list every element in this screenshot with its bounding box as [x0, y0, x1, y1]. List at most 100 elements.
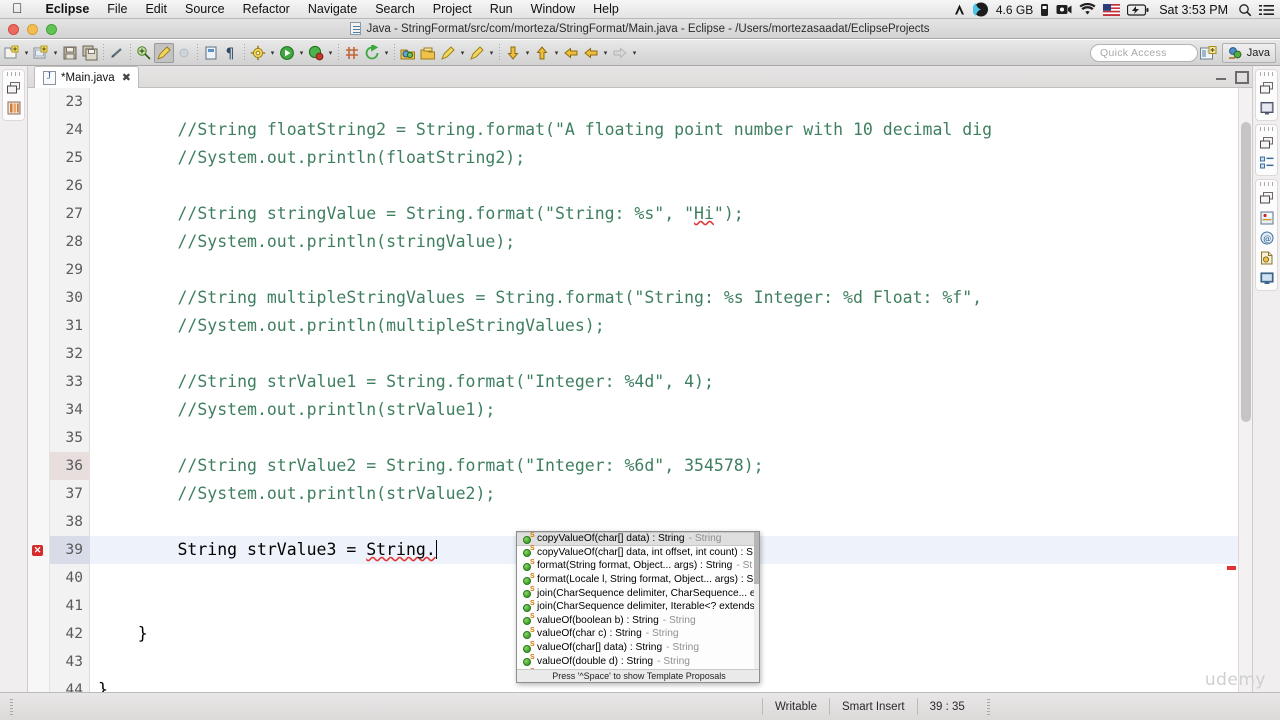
toggle-link-button[interactable]	[107, 43, 127, 63]
code-line[interactable]: 41	[28, 592, 1238, 620]
notification-center-icon[interactable]	[1259, 0, 1274, 19]
line-marker-cell[interactable]	[28, 200, 50, 228]
code-line[interactable]: 25 //System.out.println(floatString2);	[28, 144, 1238, 172]
code-line[interactable]: 43	[28, 648, 1238, 676]
mac-menu-source[interactable]: Source	[174, 1, 225, 16]
proposal-item[interactable]: S format(String format, Object... args) …	[517, 559, 759, 573]
coverage-dropdown[interactable]	[382, 43, 391, 63]
external-tools-dropdown[interactable]	[268, 43, 277, 63]
run-button[interactable]	[277, 43, 297, 63]
debug-dropdown[interactable]	[326, 43, 335, 63]
us-flag-input-icon[interactable]	[1103, 0, 1121, 19]
toggle-mark-occurrences-button[interactable]	[134, 43, 154, 63]
task-list-icon[interactable]	[1257, 249, 1277, 267]
error-marker-icon[interactable]: ✕	[32, 545, 43, 556]
console-view-icon[interactable]	[1257, 99, 1277, 117]
new-annotation-button[interactable]	[154, 42, 174, 63]
line-marker-cell[interactable]	[28, 592, 50, 620]
wifi-icon[interactable]	[1079, 0, 1096, 19]
new-wizard-button[interactable]	[2, 43, 22, 63]
line-marker-cell[interactable]	[28, 648, 50, 676]
annotation-ruler[interactable]	[28, 88, 50, 692]
new-class-button[interactable]	[342, 43, 362, 63]
proposal-item[interactable]: S valueOf(char[] data) : String - String	[517, 641, 759, 655]
open-type-button[interactable]	[398, 43, 418, 63]
mac-menu-search[interactable]: Search	[364, 1, 415, 16]
code-line[interactable]: 28 //System.out.println(stringValue);	[28, 228, 1238, 256]
assist-scrollbar[interactable]	[754, 532, 759, 671]
outline-view-icon[interactable]	[1257, 154, 1277, 172]
editor-vertical-scrollbar[interactable]	[1238, 88, 1252, 692]
proposal-item[interactable]: S valueOf(boolean b) : String - String	[517, 613, 759, 628]
line-marker-cell[interactable]	[28, 424, 50, 452]
line-marker-cell[interactable]	[28, 228, 50, 256]
scrollbar-thumb[interactable]	[1241, 122, 1251, 422]
external-tools-button[interactable]	[248, 43, 268, 63]
new-java-project-button[interactable]	[31, 43, 51, 63]
run-dropdown[interactable]	[297, 43, 306, 63]
code-line[interactable]: 31 //System.out.println(multipleStringVa…	[28, 312, 1238, 340]
status-bar-grip-right[interactable]	[986, 698, 990, 715]
editor-tab-main-java[interactable]: *Main.java ✖	[34, 66, 139, 88]
maximize-icon[interactable]	[1234, 70, 1249, 84]
previous-annotation-dropdown[interactable]	[552, 43, 561, 63]
drag-handle[interactable]	[1259, 127, 1274, 131]
problems-view-icon[interactable]	[1257, 209, 1277, 227]
mac-menu-navigate[interactable]: Navigate	[297, 1, 357, 16]
back-button[interactable]	[561, 43, 581, 63]
line-marker-cell[interactable]	[28, 452, 50, 480]
adobe-icon[interactable]	[953, 0, 966, 19]
memory-monitor-icon[interactable]	[972, 0, 989, 19]
package-explorer-icon[interactable]	[4, 99, 24, 117]
line-marker-cell[interactable]	[28, 480, 50, 508]
proposal-item[interactable]: S copyValueOf(char[] data, int offset, i…	[517, 545, 759, 560]
apple-logo-icon[interactable]: 	[12, 1, 23, 15]
code-line[interactable]: 37 //System.out.println(strValue2);	[28, 480, 1238, 508]
restore-view-icon[interactable]	[4, 79, 24, 97]
line-marker-cell[interactable]: ✕	[28, 536, 50, 564]
javadoc-view-icon[interactable]: @	[1257, 229, 1277, 247]
line-marker-cell[interactable]	[28, 340, 50, 368]
last-edit-location-button[interactable]	[467, 43, 487, 63]
status-bar-grip[interactable]	[10, 698, 13, 715]
line-marker-cell[interactable]	[28, 368, 50, 396]
mac-menu-edit[interactable]: Edit	[134, 1, 167, 16]
line-marker-cell[interactable]	[28, 256, 50, 284]
spotlight-search-icon[interactable]	[1238, 0, 1252, 19]
search-dropdown[interactable]	[458, 43, 467, 63]
screen-recording-icon[interactable]	[1056, 0, 1072, 19]
proposal-item[interactable]: S join(CharSequence delimiter, CharSeque…	[517, 586, 759, 600]
save-all-button[interactable]	[80, 43, 100, 63]
restore-view-icon[interactable]	[1257, 79, 1277, 97]
close-icon[interactable]: ✖	[121, 72, 131, 84]
line-marker-cell[interactable]	[28, 620, 50, 648]
proposal-item[interactable]: S copyValueOf(char[] data) : String - St…	[517, 532, 759, 546]
content-assist-popup[interactable]: S copyValueOf(char[] data) : String - St…	[516, 531, 760, 683]
assist-scrollbar-thumb[interactable]	[754, 532, 759, 584]
proposal-item[interactable]: S format(Locale l, String format, Object…	[517, 573, 759, 587]
code-line[interactable]: 24 //String floatString2 = String.format…	[28, 116, 1238, 144]
drag-handle[interactable]	[1259, 182, 1274, 186]
code-line[interactable]: 27 //String stringValue = String.format(…	[28, 200, 1238, 228]
code-line[interactable]: 34 //System.out.println(strValue1);	[28, 396, 1238, 424]
proposal-item[interactable]: S valueOf(char c) : String - String	[517, 627, 759, 641]
debug-button[interactable]	[306, 43, 326, 63]
code-line[interactable]: 42 }	[28, 620, 1238, 648]
open-task-button[interactable]	[418, 43, 438, 63]
close-button[interactable]	[8, 24, 19, 35]
proposal-item[interactable]: S join(CharSequence delimiter, Iterable<…	[517, 600, 759, 614]
toggle-block-selection-button[interactable]	[201, 43, 221, 63]
line-marker-cell[interactable]	[28, 508, 50, 536]
previous-annotation-button[interactable]	[532, 43, 552, 63]
mac-menu-refactor[interactable]: Refactor	[232, 1, 290, 16]
open-perspective-icon[interactable]	[1198, 43, 1220, 63]
restore-view-icon[interactable]	[1257, 134, 1277, 152]
code-line[interactable]: 44 }	[28, 676, 1238, 692]
coverage-button[interactable]	[362, 43, 382, 63]
drag-handle[interactable]	[6, 72, 21, 76]
terminal-view-icon[interactable]	[1257, 269, 1277, 287]
next-annotation-button[interactable]	[503, 43, 523, 63]
last-edit-location-dropdown[interactable]	[487, 43, 496, 63]
mac-menu-run[interactable]: Run	[479, 1, 513, 16]
line-marker-cell[interactable]	[28, 284, 50, 312]
